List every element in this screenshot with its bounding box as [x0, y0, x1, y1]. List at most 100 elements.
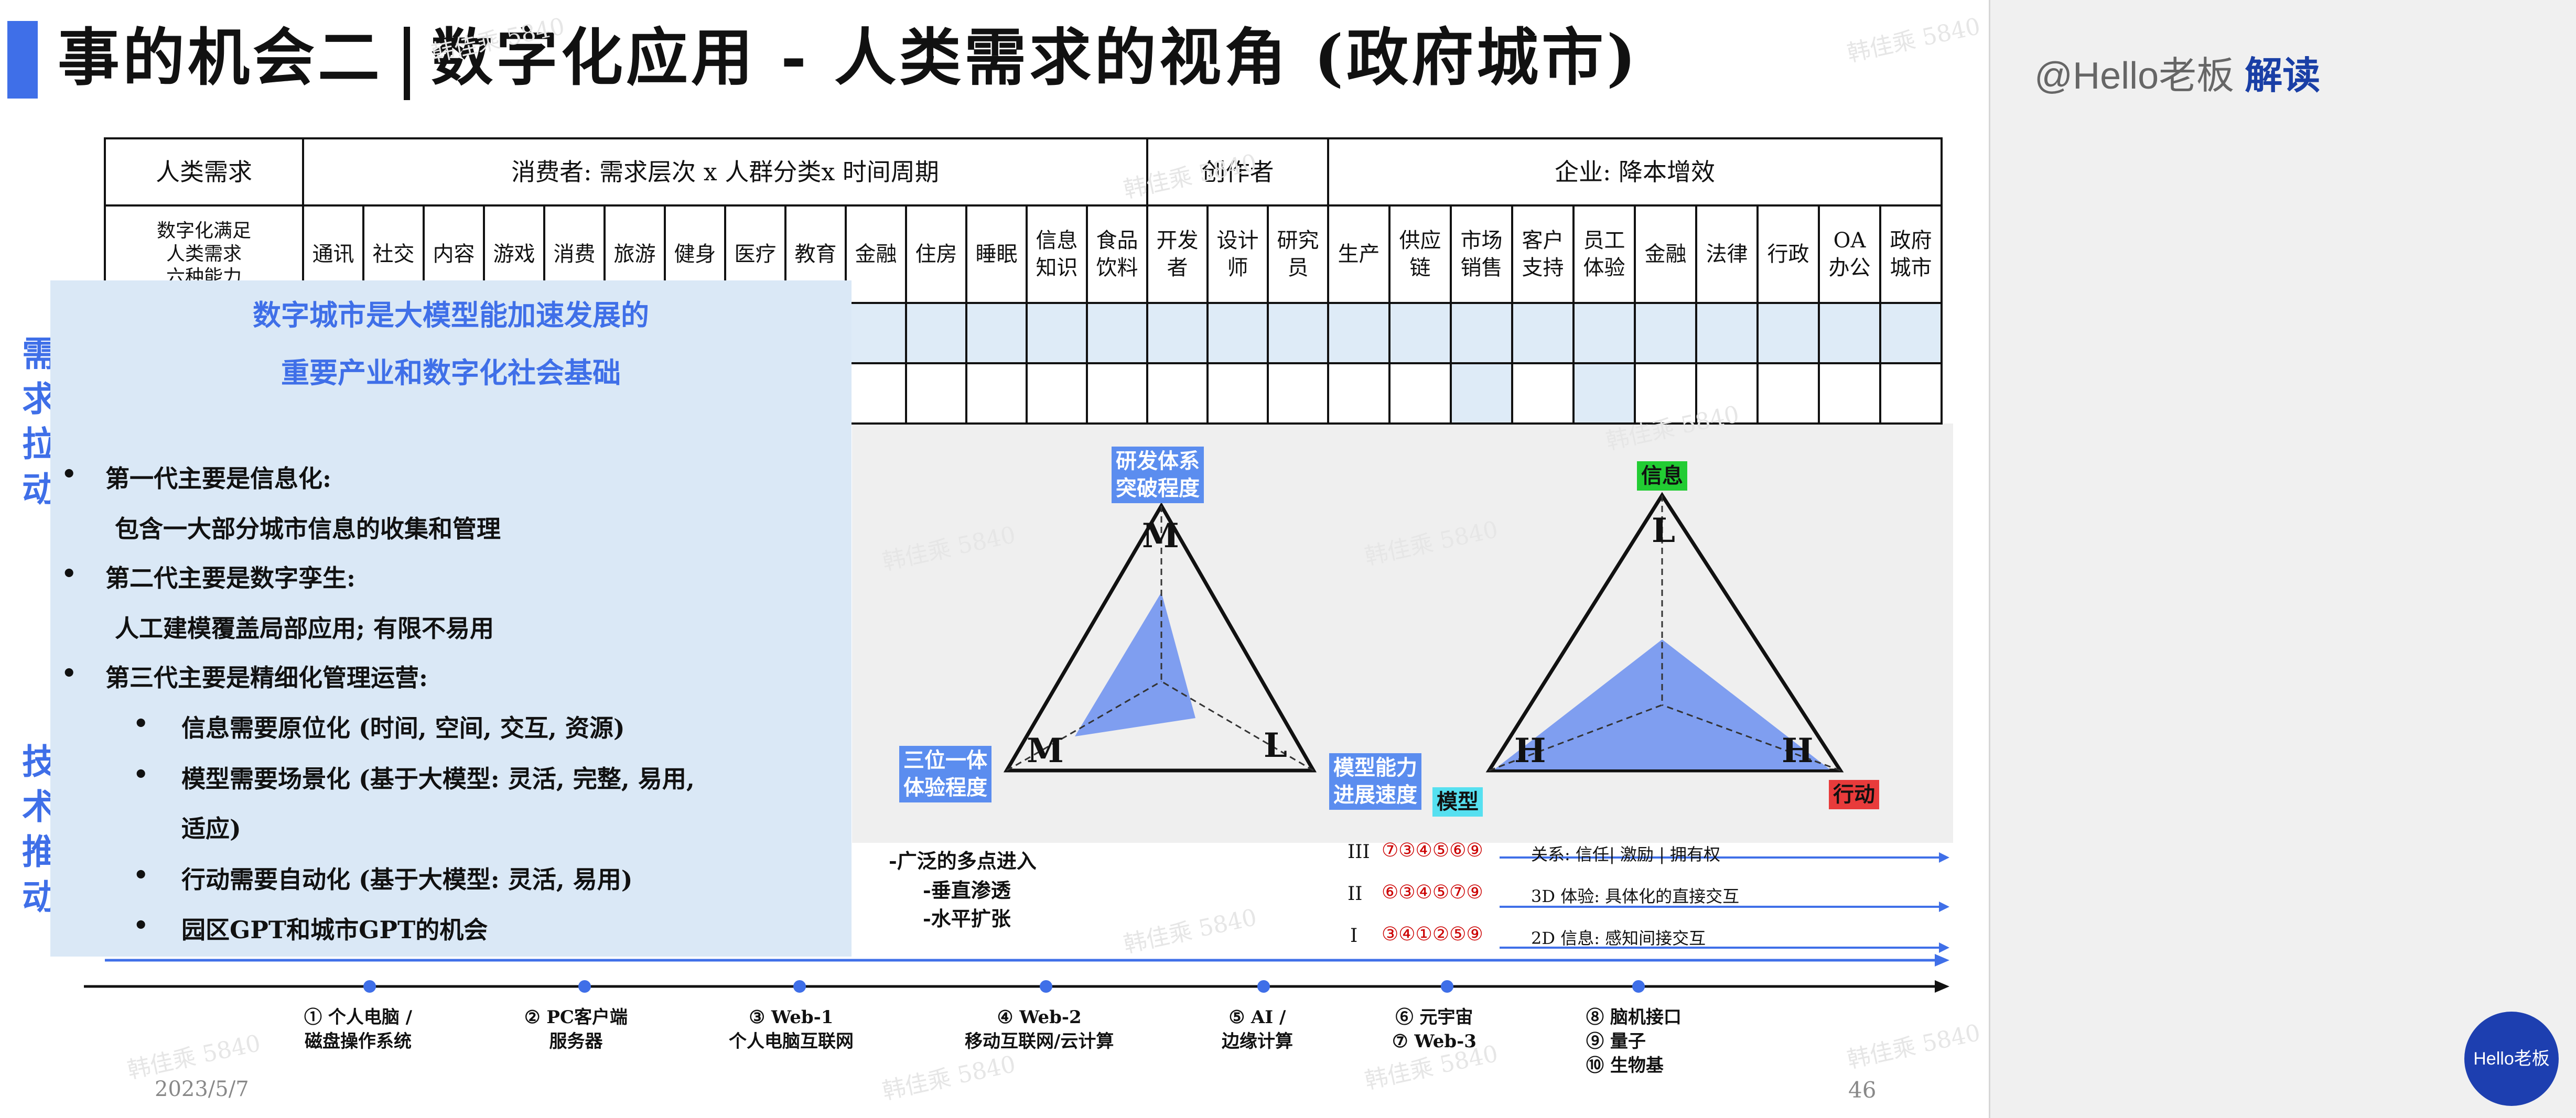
side-panel	[1989, 0, 2576, 1118]
slide-date: 2023/5/7	[155, 1077, 249, 1101]
tag-rd-breakthrough: 研发体系 突破程度	[1112, 447, 1204, 503]
table-column-header: 生产	[1327, 204, 1391, 304]
title-accent-bar	[7, 21, 38, 99]
table-column-header: 法律	[1695, 204, 1759, 304]
tag-information: 信息	[1637, 461, 1687, 491]
table-column-header: 设计 师	[1206, 204, 1269, 304]
right-top-letter: L	[1652, 511, 1675, 550]
table-cell	[1879, 302, 1943, 364]
table-column-header: 开发 者	[1146, 204, 1209, 304]
title-right: 数字化应用 - 人类需求的视角 (政府城市)	[431, 21, 1639, 94]
page-number: 46	[1848, 1077, 1877, 1103]
table-column-header: 住房	[905, 204, 967, 304]
overlay-bullet: 信息需要原位化 (时间, 空间, 交互, 资源)	[133, 709, 625, 744]
table-cell	[1818, 302, 1881, 364]
table-cell	[1450, 362, 1513, 425]
table-cell	[905, 362, 967, 425]
timeline-dot	[578, 980, 591, 993]
table-cell	[905, 302, 967, 364]
overlay-bullet: 行动需要自动化 (基于大模型: 灵活, 易用)	[133, 861, 633, 895]
timeline-label: ④ Web-2 移动互联网/云计算	[965, 1007, 1114, 1052]
timeline-dot	[1441, 980, 1453, 993]
table-column-header: OA 办公	[1818, 204, 1881, 304]
table-cell	[1146, 302, 1209, 364]
table-column-header: 员工 体验	[1572, 204, 1636, 304]
overlay-title-line1: 数字城市是大模型能加速发展的	[253, 298, 649, 332]
table-cell	[1388, 302, 1452, 364]
slide: 事的机会二数字化应用 - 人类需求的视角 (政府城市) 人类需求 消费者: 需求…	[0, 0, 1989, 1118]
table-cell	[1695, 302, 1759, 364]
left-radar-fill	[1075, 592, 1195, 736]
timeline-dot	[363, 980, 376, 993]
table-cell	[1086, 362, 1148, 425]
table-cell	[1450, 302, 1513, 364]
handle-text: @Hello老板	[2034, 55, 2235, 97]
brand-logo[interactable]: Hello老板	[2464, 1012, 2559, 1106]
stage-nums: ③④①②⑤⑨	[1382, 924, 1483, 945]
table-column-header: 政府 城市	[1879, 204, 1943, 304]
title-separator	[404, 26, 411, 100]
stage-desc: 2D 信息: 感知间接交互	[1531, 928, 1706, 948]
table-cell	[965, 362, 1028, 425]
timeline-label: ⑧ 脑机接口 ⑨ 量子 ⑩ 生物基	[1586, 1007, 1682, 1076]
table-cell	[1756, 302, 1820, 364]
table-cell	[1026, 302, 1088, 364]
tag-action: 行动	[1829, 780, 1879, 809]
overlay-title-line2: 重要产业和数字化社会基础	[281, 356, 621, 389]
left-right-letter: L	[1264, 726, 1287, 765]
slide-title: 事的机会二数字化应用 - 人类需求的视角 (政府城市)	[58, 16, 1639, 100]
stage-desc: 关系: 信任| 激励 | 拥有权	[1531, 844, 1721, 864]
table-cell	[1327, 362, 1391, 425]
table-cell	[1818, 362, 1881, 425]
table-column-header: 信息 知识	[1026, 204, 1088, 304]
stage-nums: ⑥③④⑤⑦⑨	[1382, 882, 1483, 903]
table-header-enterprise: 企业: 降本增效	[1327, 137, 1943, 207]
timeline-dot	[1040, 980, 1052, 993]
table-cell	[845, 362, 907, 425]
left-axis-right	[1161, 680, 1314, 772]
left-axis-left	[1006, 680, 1162, 772]
table-column-header: 食品 饮料	[1086, 204, 1148, 304]
table-cell	[1327, 302, 1391, 364]
overlay-bullet: 适应)	[181, 815, 241, 843]
overlay-bullet: 第二代主要是数字孪生:	[61, 559, 355, 594]
table-cell	[1267, 302, 1329, 364]
table-cell	[1206, 302, 1269, 364]
timeline-dot	[1632, 980, 1645, 993]
overlay-bullet: 包含一大部分城市信息的收集和管理	[115, 515, 501, 543]
table-column-header: 行政	[1756, 204, 1820, 304]
tag-model: 模型	[1432, 787, 1483, 817]
diagram-svg	[84, 492, 1949, 993]
table-cell	[1146, 362, 1209, 425]
right-left-letter: H	[1514, 731, 1546, 770]
overlay-bullet: 第三代主要是精细化管理运营:	[61, 659, 428, 693]
table-column-header: 客户 支持	[1511, 204, 1575, 304]
stage-roman: III	[1348, 841, 1370, 863]
table-cell	[965, 302, 1028, 364]
stage-nums: ⑦③④⑤⑥⑨	[1382, 840, 1483, 861]
table-cell	[1388, 362, 1452, 425]
stage-arrowhead-1	[1939, 942, 1949, 953]
author-handle[interactable]: @Hello老板 解读	[2034, 45, 2320, 100]
table-column-header: 研究 员	[1267, 204, 1329, 304]
left-triangle	[1003, 502, 1317, 773]
timeline-label: ⑥ 元宇宙 ⑦ Web-3	[1392, 1007, 1476, 1052]
table-header-creator: 创作者	[1146, 137, 1329, 207]
timeline-dot	[1257, 980, 1270, 993]
stage-roman: I	[1350, 925, 1358, 947]
note: -水平扩张	[923, 907, 1011, 930]
stage-roman: II	[1348, 883, 1363, 905]
table-cell	[1634, 302, 1697, 364]
table-cell	[1572, 302, 1636, 364]
progress-arrowhead	[1935, 954, 1949, 967]
title-left: 事的机会二	[58, 21, 383, 94]
note: -广泛的多点进入	[889, 849, 1037, 873]
timeline-arrowhead	[1935, 980, 1949, 993]
timeline-label: ① 个人电脑 / 磁盘操作系统	[304, 1007, 413, 1052]
stage-arrowhead-2	[1939, 902, 1949, 912]
timeline-label: ⑤ AI / 边缘计算	[1222, 1007, 1293, 1052]
table-column-header: 金融	[1634, 204, 1697, 304]
overlay-bullet: 模型需要场景化 (基于大模型: 灵活, 完整, 易用,	[133, 760, 695, 795]
timeline-dot	[793, 980, 806, 993]
table-cell	[1756, 362, 1820, 425]
